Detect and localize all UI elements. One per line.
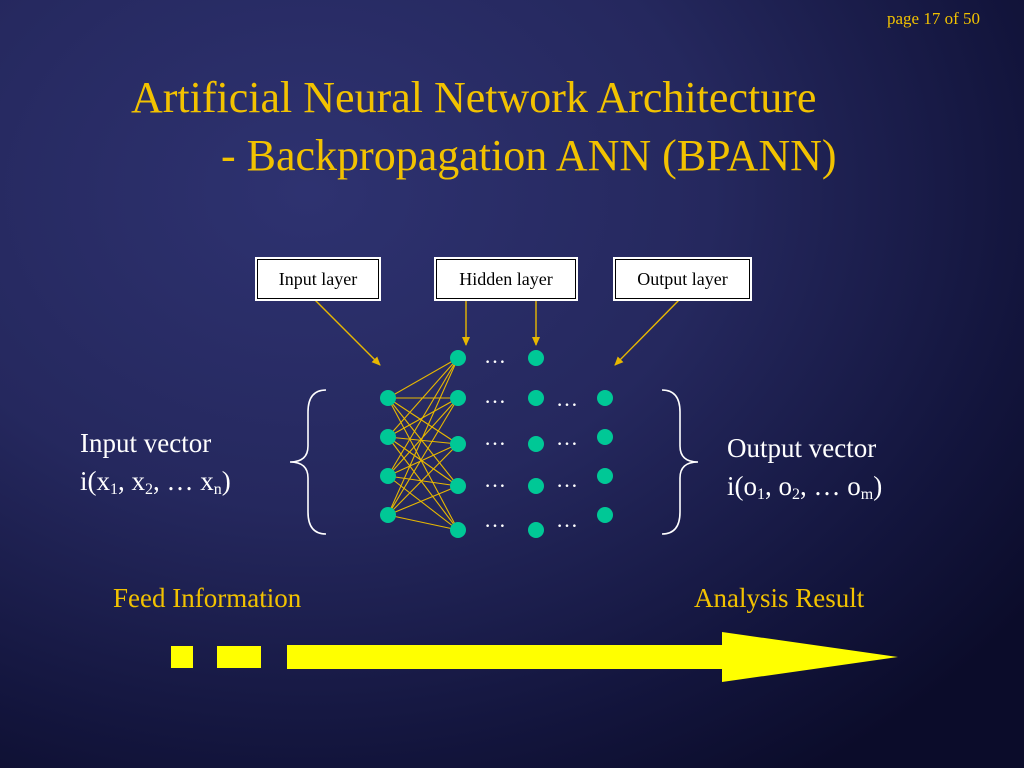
input-node xyxy=(380,429,396,445)
hidden-node xyxy=(528,350,544,366)
flow-arrow-dash-1 xyxy=(171,646,193,668)
feed-information-label: Feed Information xyxy=(113,583,302,613)
pointer-arrows xyxy=(311,296,683,366)
input-layer-text: Input layer xyxy=(278,268,358,289)
title-line-2: - Backpropagation ANN (BPANN) xyxy=(221,131,837,180)
input-vector-label: Input vector i(x1, x2, … xn) xyxy=(80,424,231,509)
hidden-node xyxy=(450,522,466,538)
output-vector-label: Output vector i(o1, o2, … om) xyxy=(727,429,882,514)
input-node xyxy=(380,390,396,406)
hidden-node xyxy=(450,390,466,406)
output-node xyxy=(597,390,613,406)
right-curly-brace xyxy=(661,389,699,535)
ellipsis-hidden: … xyxy=(484,467,506,492)
ellipsis-output: … xyxy=(556,467,578,492)
output-node xyxy=(597,468,613,484)
input-node xyxy=(380,507,396,523)
analysis-result-label: Analysis Result xyxy=(694,583,865,613)
ellipsis-hidden: … xyxy=(484,507,506,532)
output-layer-text: Output layer xyxy=(637,268,728,289)
left-curly-brace xyxy=(289,389,327,535)
flow-arrow xyxy=(171,632,898,682)
pointer-arrow-input xyxy=(311,296,381,366)
hidden-node xyxy=(528,436,544,452)
hidden-node xyxy=(450,350,466,366)
hidden-node xyxy=(528,522,544,538)
output-layer-label: Output layer xyxy=(613,257,752,301)
input-vector-expr: i(x1, x2, … xn) xyxy=(80,466,231,498)
output-node xyxy=(597,429,613,445)
title-line-1: Artificial Neural Network Architecture xyxy=(131,73,817,122)
ellipses: … … … … … … … … … xyxy=(484,343,578,532)
hidden-node xyxy=(528,478,544,494)
flow-arrow-body xyxy=(287,632,898,682)
input-node xyxy=(380,468,396,484)
ellipsis-hidden: … xyxy=(484,343,506,368)
input-layer-label: Input layer xyxy=(255,257,381,301)
ellipsis-output: … xyxy=(556,386,578,411)
hidden-layer-label: Hidden layer xyxy=(434,257,578,301)
nodes xyxy=(380,350,613,538)
input-vector-title: Input vector xyxy=(80,428,212,458)
ellipsis-output: … xyxy=(556,507,578,532)
connections xyxy=(387,357,459,531)
ellipsis-output: … xyxy=(556,425,578,450)
output-vector-title: Output vector xyxy=(727,433,877,463)
ellipsis-hidden: … xyxy=(484,425,506,450)
flow-arrow-dash-2 xyxy=(217,646,261,668)
output-node xyxy=(597,507,613,523)
hidden-node xyxy=(528,390,544,406)
hidden-layer-text: Hidden layer xyxy=(459,268,553,289)
hidden-node xyxy=(450,436,466,452)
page-counter: page 17 of 50 xyxy=(886,9,980,28)
pointer-arrow-output xyxy=(614,296,683,366)
output-vector-expr: i(o1, o2, … om) xyxy=(727,471,883,503)
ellipsis-hidden: … xyxy=(484,383,506,408)
hidden-node xyxy=(450,478,466,494)
